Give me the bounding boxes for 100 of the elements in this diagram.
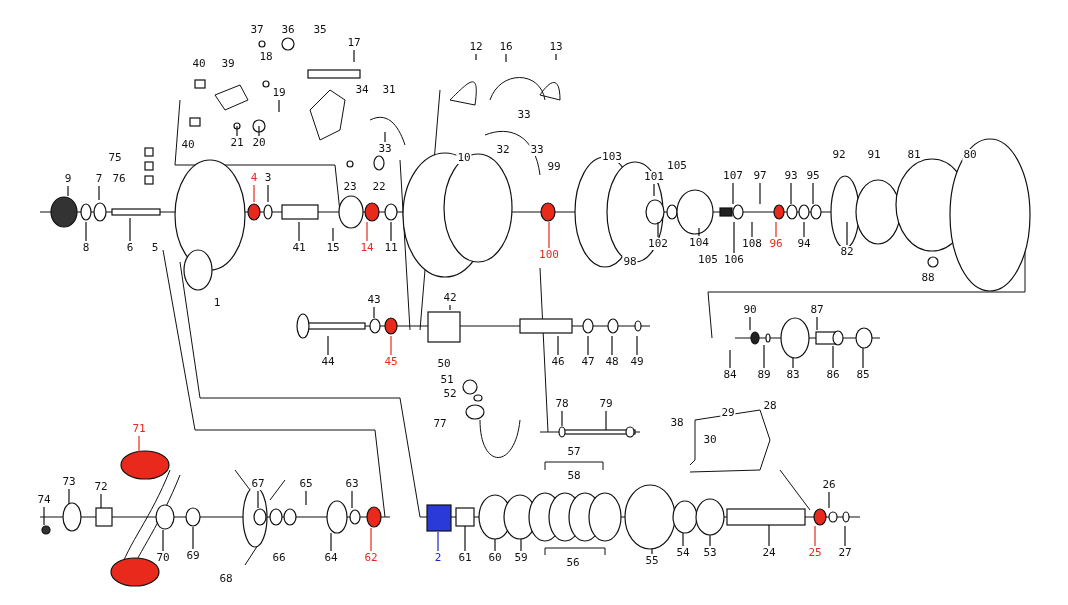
callout-number: 19 (271, 87, 287, 99)
callout-number: 31 (381, 84, 397, 96)
callout-number: 107 (722, 170, 744, 182)
callout-number: 52 (442, 388, 458, 400)
callout-number: 99 (546, 161, 562, 173)
callout-number: 104 (688, 237, 710, 249)
callout-number: 6 (125, 242, 135, 254)
callout-number: 65 (298, 478, 314, 490)
callout-number: 69 (185, 550, 201, 562)
callout-number: 7 (94, 173, 104, 185)
callout-number: 45 (383, 356, 399, 368)
callout-number: 29 (720, 407, 736, 419)
callout-number: 85 (855, 369, 871, 381)
callout-number: 4 (249, 172, 259, 184)
callout-number: 13 (548, 41, 564, 53)
callout-number: 44 (320, 356, 336, 368)
callout-number: 87 (809, 304, 825, 316)
callout-number: 108 (741, 238, 763, 250)
callout-number: 32 (495, 144, 511, 156)
callout-number: 51 (439, 374, 455, 386)
callout-number: 1 (212, 297, 222, 309)
callout-number: 49 (629, 356, 645, 368)
callout-number: 30 (702, 434, 718, 446)
callout-number: 90 (742, 304, 758, 316)
callout-number: 80 (962, 149, 978, 161)
callout-number: 77 (432, 418, 448, 430)
callout-number: 5 (150, 242, 160, 254)
callout-number: 60 (487, 552, 503, 564)
callout-number: 103 (601, 151, 623, 163)
callout-number: 86 (825, 369, 841, 381)
callout-number: 63 (344, 478, 360, 490)
callout-number: 75 (107, 152, 123, 164)
callout-number: 96 (768, 238, 784, 250)
callout-number: 21 (229, 137, 245, 149)
callout-number: 22 (371, 181, 387, 193)
callout-number: 33 (377, 143, 393, 155)
callout-number: 34 (354, 84, 370, 96)
callout-number: 73 (61, 476, 77, 488)
callout-number: 37 (249, 24, 265, 36)
callout-number: 71 (131, 423, 147, 435)
callout-number: 10 (456, 152, 472, 164)
callout-number: 17 (346, 37, 362, 49)
callout-number: 83 (785, 369, 801, 381)
callout-number: 88 (920, 272, 936, 284)
callout-number: 58 (566, 470, 582, 482)
callout-number: 54 (675, 547, 691, 559)
callout-number: 76 (111, 173, 127, 185)
callout-number: 9 (63, 173, 73, 185)
callout-number: 47 (580, 356, 596, 368)
callout-number: 36 (280, 24, 296, 36)
callout-number: 25 (807, 547, 823, 559)
callout-number: 59 (513, 552, 529, 564)
callout-number: 78 (554, 398, 570, 410)
callout-number: 8 (81, 242, 91, 254)
callout-number: 98 (622, 256, 638, 268)
callout-number: 48 (604, 356, 620, 368)
callout-number: 102 (647, 238, 669, 250)
callout-number: 81 (906, 149, 922, 161)
callout-number: 101 (643, 171, 665, 183)
callout-number: 97 (752, 170, 768, 182)
callout-number: 23 (342, 181, 358, 193)
callout-number: 91 (866, 149, 882, 161)
callout-number: 53 (702, 547, 718, 559)
callout-number: 62 (363, 552, 379, 564)
callout-number: 68 (218, 573, 234, 585)
callout-number: 89 (756, 369, 772, 381)
callout-number: 84 (722, 369, 738, 381)
callout-number: 26 (821, 479, 837, 491)
callout-number: 105 (697, 254, 719, 266)
callout-number: 82 (839, 246, 855, 258)
callout-number: 14 (359, 242, 375, 254)
callout-number: 46 (550, 356, 566, 368)
callout-number: 27 (837, 547, 853, 559)
callout-number: 33 (516, 109, 532, 121)
callout-number: 79 (598, 398, 614, 410)
callout-number: 56 (565, 557, 581, 569)
callout-number: 94 (796, 238, 812, 250)
callout-number: 40 (191, 58, 207, 70)
callout-number: 92 (831, 149, 847, 161)
callout-number: 72 (93, 481, 109, 493)
callout-number: 38 (669, 417, 685, 429)
callout-number: 67 (250, 478, 266, 490)
callout-number: 66 (271, 552, 287, 564)
callout-number: 70 (155, 552, 171, 564)
callout-number: 95 (805, 170, 821, 182)
callout-number: 35 (312, 24, 328, 36)
callout-number: 28 (762, 400, 778, 412)
callout-number: 100 (538, 249, 560, 261)
callout-number: 18 (258, 51, 274, 63)
callout-number: 11 (383, 242, 399, 254)
callout-number: 40 (180, 139, 196, 151)
callout-number: 50 (436, 358, 452, 370)
callout-number: 61 (457, 552, 473, 564)
callout-number: 16 (498, 41, 514, 53)
callout-number: 15 (325, 242, 341, 254)
callout-number: 12 (468, 41, 484, 53)
callout-number: 64 (323, 552, 339, 564)
callout-number: 43 (366, 294, 382, 306)
callout-number: 20 (251, 137, 267, 149)
callout-number: 41 (291, 242, 307, 254)
